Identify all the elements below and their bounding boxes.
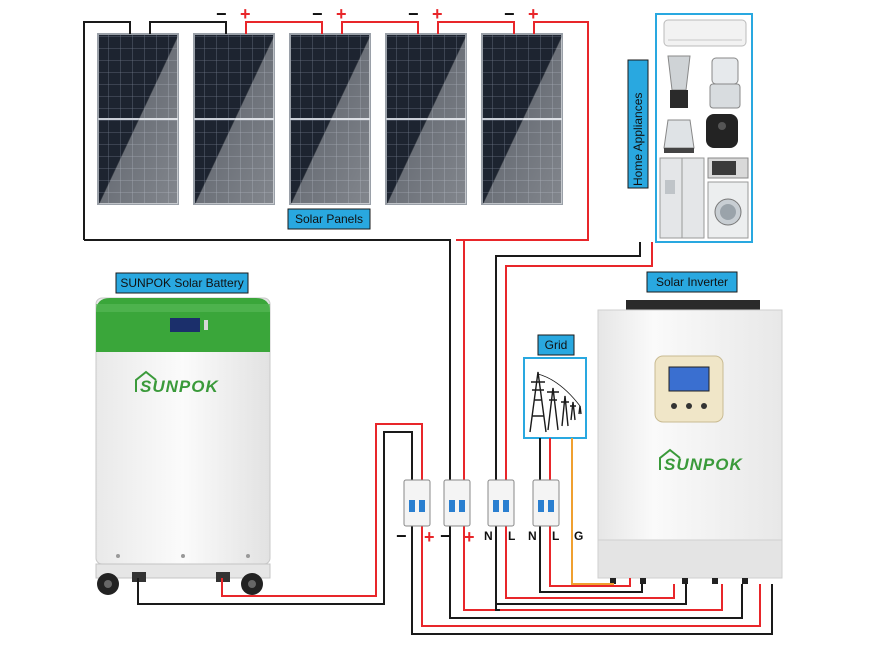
svg-text:Solar Inverter: Solar Inverter [656, 275, 728, 289]
polarity-neg-2: − [312, 4, 323, 24]
terminal-pos-battery: + [424, 527, 435, 547]
solar-panel-5 [481, 33, 563, 205]
polarity-pos-3: + [432, 4, 443, 24]
battery-wheels [95, 563, 271, 595]
air-fryer-icon [706, 114, 738, 148]
solar-panel-array [97, 33, 563, 205]
home-appliances-panel: Home Appliances [627, 13, 753, 243]
terminal-n-grid: N [528, 529, 537, 543]
polarity-pos-1: + [240, 4, 251, 24]
breaker-battery [403, 479, 431, 527]
battery-display [170, 318, 208, 332]
terminal-l-output: L [508, 529, 515, 543]
circuit-breakers [403, 479, 560, 527]
grid-source: Grid [523, 334, 587, 439]
solar-battery: SUNPOK Solar Battery SUNPOK [95, 272, 271, 595]
solar-panel-1 [97, 33, 179, 205]
polarity-pos-4: + [528, 4, 539, 24]
terminal-labels: − + − + N L N L G [396, 526, 583, 547]
food-processor-icon [709, 57, 741, 109]
solar-inverter: Solar Inverter SUNPOK [597, 271, 783, 584]
breaker-grid [532, 479, 560, 527]
battery-label: SUNPOK Solar Battery [115, 272, 249, 294]
polarity-neg-1: − [216, 4, 227, 24]
polarity-neg-3: − [408, 4, 419, 24]
inverter-brand-logo: SUNPOK [664, 455, 743, 474]
breaker-pv [443, 479, 471, 527]
svg-text:SUNPOK Solar Battery: SUNPOK Solar Battery [120, 276, 243, 290]
inverter-label: Solar Inverter [646, 271, 738, 293]
grid-label: Grid [537, 334, 575, 356]
solar-panel-4 [385, 33, 467, 205]
terminal-g-grid: G [574, 529, 583, 543]
power-tower-icon [529, 371, 582, 433]
panel-polarity-markers: − + − + − + − + [216, 4, 539, 24]
solar-panels-label: Solar Panels [287, 208, 371, 230]
home-appliances-label: Home Appliances [631, 93, 645, 186]
solar-panel-2 [193, 33, 275, 205]
terminal-pos-pv: + [464, 527, 475, 547]
air-conditioner-icon [663, 19, 747, 47]
polarity-pos-2: + [336, 4, 347, 24]
terminal-neg-battery: − [396, 526, 407, 546]
inverter-control-panel [654, 355, 724, 423]
panel-series-wiring [83, 21, 589, 488]
kettle-icon [663, 119, 695, 153]
terminal-n-output: N [484, 529, 493, 543]
breaker-ac-output [487, 479, 515, 527]
terminal-neg-pv: − [440, 526, 451, 546]
solar-panel-3 [289, 33, 371, 205]
washing-machine-icon [707, 181, 749, 239]
inverter-ports [610, 578, 748, 584]
polarity-neg-4: − [504, 4, 515, 24]
svg-text:Solar Panels: Solar Panels [295, 212, 363, 226]
battery-brand-logo: SUNPOK [140, 377, 219, 396]
oven-icon [707, 157, 749, 179]
terminal-l-grid: L [552, 529, 559, 543]
system-wiring [137, 239, 773, 635]
refrigerator-icon [659, 157, 705, 239]
svg-text:Grid: Grid [545, 338, 568, 352]
blender-icon [667, 55, 691, 108]
